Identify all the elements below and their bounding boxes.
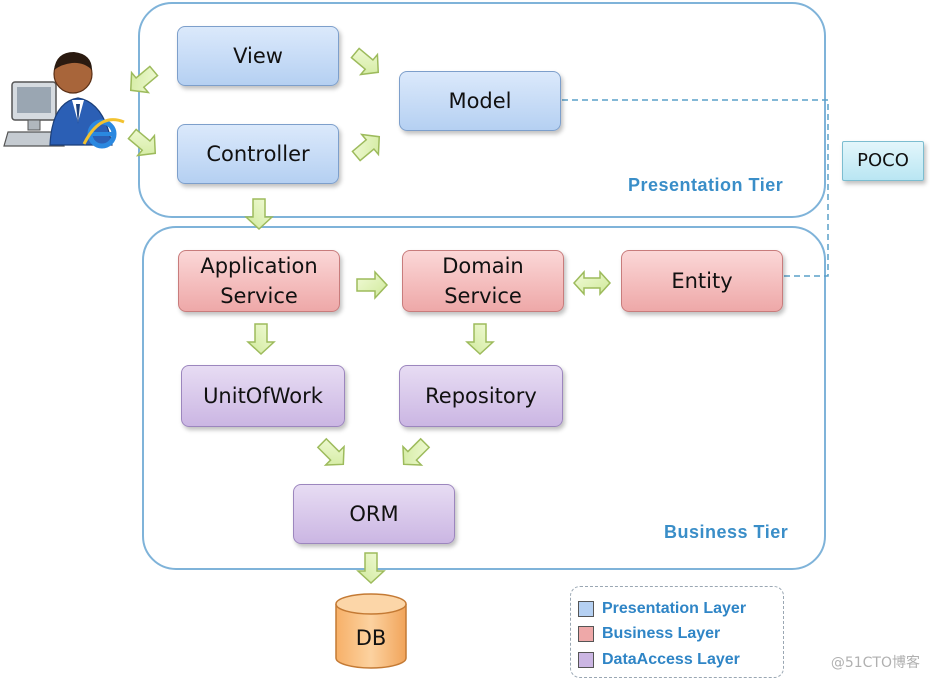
view-box: View <box>177 26 339 86</box>
legend-label-presentation: Presentation Layer <box>602 600 747 617</box>
arrow-view-to-user <box>129 65 159 94</box>
arrow-controller-to-appservice <box>244 198 274 231</box>
legend-item-presentation: Presentation Layer <box>578 600 746 618</box>
repository-label: Repository <box>425 383 537 408</box>
application-service-label-line2: Service <box>220 284 298 308</box>
unitofwork-box: UnitOfWork <box>181 365 345 427</box>
controller-label: Controller <box>206 141 310 166</box>
legend <box>570 586 784 678</box>
legend-swatch-presentation <box>578 601 594 617</box>
entity-label: Entity <box>671 268 733 293</box>
arrow-repository-to-orm <box>402 437 431 466</box>
legend-item-dataaccess: DataAccess Layer <box>578 651 740 669</box>
arrow-unitofwork-to-orm <box>316 437 345 466</box>
model-label: Model <box>448 88 512 113</box>
watermark: @51CTO博客 <box>830 655 920 671</box>
presentation-tier <box>138 2 826 218</box>
poco-box: POCO <box>842 141 924 181</box>
orm-label: ORM <box>349 501 399 526</box>
legend-item-business: Business Layer <box>578 625 720 643</box>
arrow-domainservice-entity-double <box>572 270 612 296</box>
entity-box: Entity <box>621 250 783 312</box>
domain-service-label-line1: Domain <box>442 253 524 278</box>
user-computer-icon <box>3 52 113 147</box>
arrow-view-to-model <box>350 47 380 76</box>
orm-box: ORM <box>293 484 455 544</box>
db-label-wrap: DB <box>336 618 406 658</box>
domain-service-label-line2: Service <box>444 284 522 308</box>
business-tier-label: Business Tier <box>664 522 789 542</box>
poco-label: POCO <box>857 149 909 171</box>
presentation-tier-label: Presentation Tier <box>628 175 784 195</box>
unitofwork-label: UnitOfWork <box>203 383 323 408</box>
controller-box: Controller <box>177 124 339 184</box>
arrow-controller-to-model <box>351 133 381 162</box>
view-label: View <box>233 43 283 68</box>
domain-service-box: Domain Service <box>402 250 564 312</box>
db-label: DB <box>355 625 387 650</box>
arrow-orm-to-db <box>356 552 386 585</box>
application-service-box: Application Service <box>178 250 340 312</box>
legend-label-dataaccess: DataAccess Layer <box>602 651 740 668</box>
application-service-label-line1: Application <box>200 253 318 278</box>
poco-connector-line <box>562 99 829 277</box>
arrow-appservice-to-domainservice <box>356 270 389 300</box>
arrow-user-to-controller <box>127 128 157 157</box>
internet-explorer-icon <box>82 118 125 149</box>
legend-swatch-dataaccess <box>578 652 594 668</box>
legend-label-business: Business Layer <box>602 625 721 642</box>
repository-box: Repository <box>399 365 563 427</box>
arrow-appservice-to-unitofwork <box>246 323 276 356</box>
database-icon <box>335 593 407 669</box>
business-tier <box>142 226 826 570</box>
arrow-domainservice-to-repository <box>465 323 495 356</box>
legend-swatch-business <box>578 626 594 642</box>
model-box: Model <box>399 71 561 131</box>
